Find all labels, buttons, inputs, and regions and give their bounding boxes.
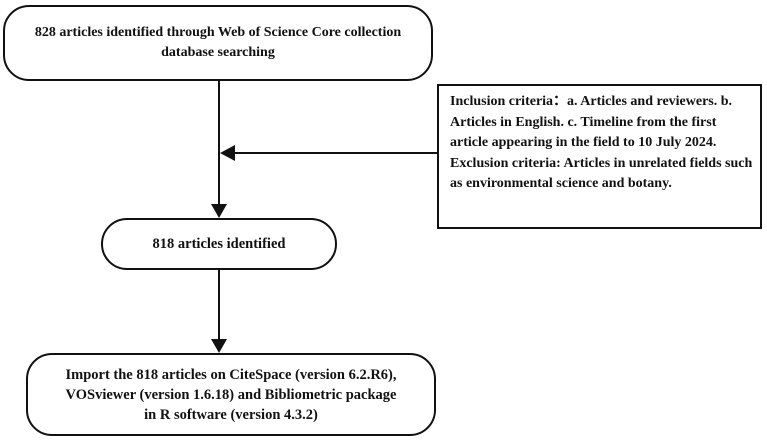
start-box: 828 articles identified through Web of S… (3, 5, 433, 81)
start-box-text: 828 articles identified through Web of S… (35, 23, 401, 63)
final-box-line2: VOSviewer (version 1.6.18) and Bibliomet… (65, 386, 397, 403)
criteria-box: Inclusion criteria：a. Articles and revie… (437, 84, 762, 229)
start-box-line2: database searching (161, 45, 275, 60)
final-box-line1: Import the 818 articles on CiteSpace (ve… (65, 366, 397, 383)
final-box: Import the 818 articles on CiteSpace (ve… (26, 353, 436, 436)
inclusion-criteria-text: Inclusion criteria：a. Articles and revie… (450, 94, 735, 150)
mid-box: 818 articles identified (101, 218, 337, 270)
arrowhead-from-criteria (220, 145, 235, 161)
mid-box-label: 818 articles identified (152, 235, 286, 252)
arrowhead-to-final (211, 339, 227, 353)
exclusion-criteria-text: Exclusion criteria: Articles in unrelate… (450, 155, 756, 192)
start-box-line1: 828 articles identified through Web of S… (34, 25, 402, 40)
criteria-box-text: Inclusion criteria：a. Articles and revie… (450, 92, 754, 195)
final-box-text: Import the 818 articles on CiteSpace (ve… (65, 365, 396, 425)
arrowhead-to-mid (211, 204, 227, 218)
final-box-line3: in R software (version 4.3.2) (144, 406, 318, 423)
